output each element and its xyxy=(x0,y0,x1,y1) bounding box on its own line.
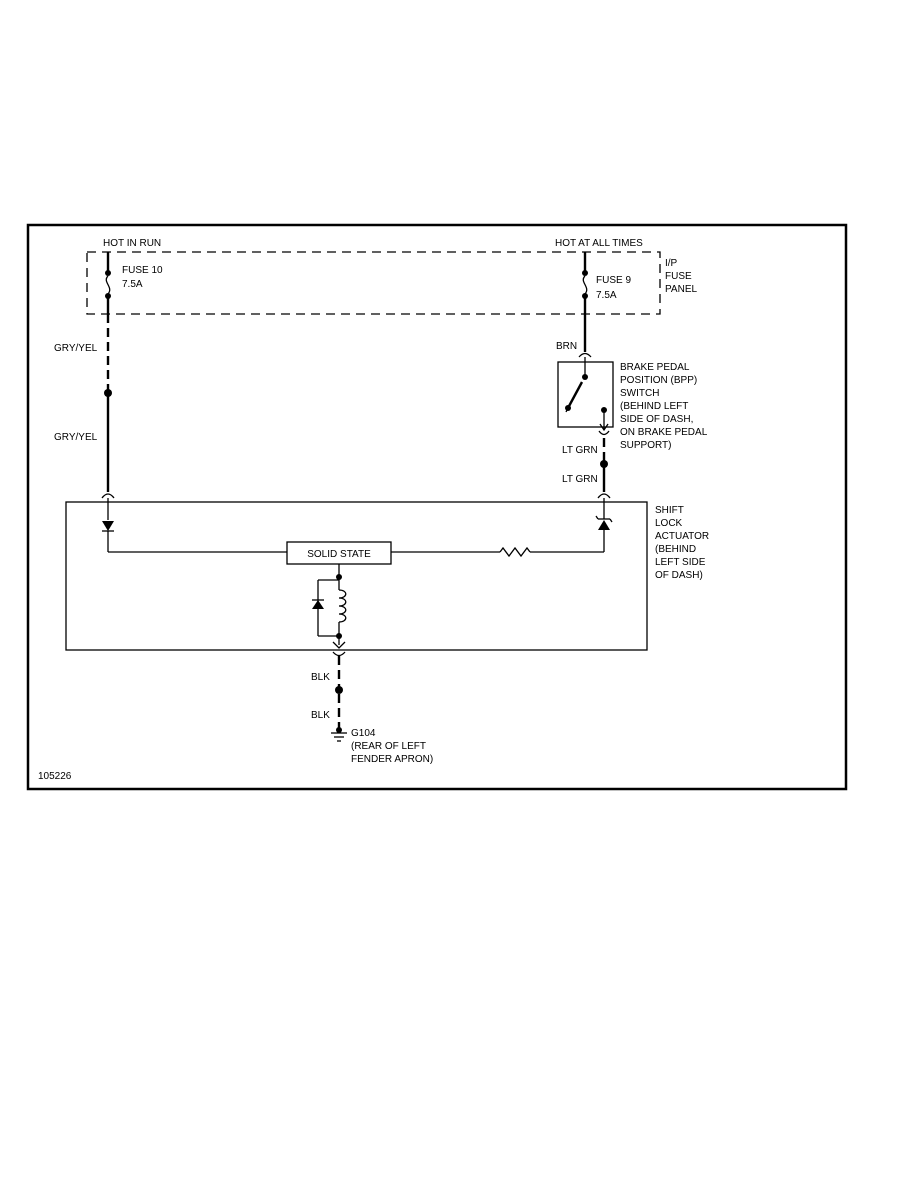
hot-in-run-label: HOT IN RUN xyxy=(103,238,161,249)
fuse-10-rating: 7.5A xyxy=(122,279,143,290)
blk-lower-label: BLK xyxy=(311,710,330,721)
blk-ground-wire xyxy=(332,651,346,728)
lt-grn-upper-label: LT GRN xyxy=(562,445,598,456)
bpp-switch-label: BRAKE PEDAL POSITION (BPP) SWITCH (BEHIN… xyxy=(620,362,710,451)
fuse-10 xyxy=(105,252,111,314)
gry-yel-lower-label: GRY/YEL xyxy=(54,432,98,443)
bpp-switch xyxy=(557,352,614,436)
fuse-9-rating: 7.5A xyxy=(596,290,617,301)
brn-label: BRN xyxy=(556,341,577,352)
right-diode xyxy=(595,498,613,552)
lt-grn-wire xyxy=(597,438,611,499)
left-circuit-wire xyxy=(101,314,115,499)
resistor xyxy=(391,546,604,558)
gry-yel-upper-label: GRY/YEL xyxy=(54,343,98,354)
shift-lock-actuator-label: SHIFT LOCK ACTUATOR (BEHIND LEFT SIDE OF… xyxy=(655,505,712,581)
ground-g104-label: G104 (REAR OF LEFT FENDER APRON) xyxy=(351,728,433,765)
diagram-frame xyxy=(26,223,848,791)
lt-grn-lower-label: LT GRN xyxy=(562,474,598,485)
fuse-9-name: FUSE 9 xyxy=(596,275,631,286)
solid-state-label: SOLID STATE xyxy=(307,549,371,560)
hot-at-all-times-label: HOT AT ALL TIMES xyxy=(555,238,643,249)
fuse-9 xyxy=(582,252,588,314)
ip-fuse-panel-box xyxy=(86,251,661,315)
suppression-diode xyxy=(312,579,339,637)
fuse-10-name: FUSE 10 xyxy=(122,265,163,276)
solenoid-coil xyxy=(332,564,347,649)
blk-upper-label: BLK xyxy=(311,672,330,683)
figure-id: 105226 xyxy=(38,771,72,782)
ip-fuse-panel-label: I/P FUSE PANEL xyxy=(665,258,697,295)
ground-g104-symbol xyxy=(331,727,347,742)
left-diode xyxy=(102,498,287,553)
shift-lock-actuator-box xyxy=(65,501,648,651)
